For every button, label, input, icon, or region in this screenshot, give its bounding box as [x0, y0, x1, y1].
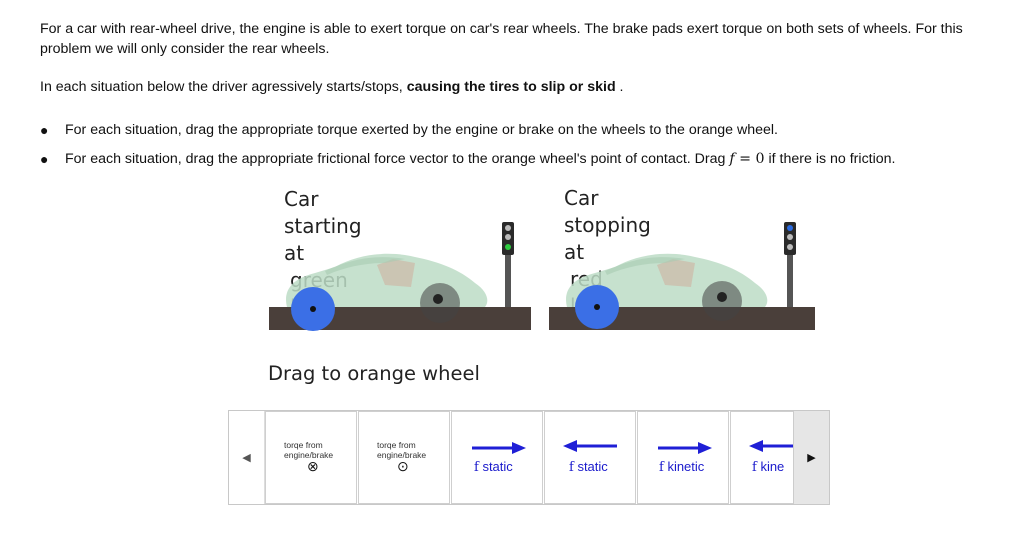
arrow-left-icon: [749, 440, 793, 452]
car-roof-shade: [325, 257, 405, 275]
drag-tray: ◀ torqe from engine/brake ⊗ torqe from e…: [228, 410, 830, 505]
situation-suffix: .: [615, 79, 624, 95]
chevron-right-icon: ▶: [807, 452, 816, 464]
situation-emphasis: causing the tires to slip or skid: [406, 79, 616, 95]
traffic-light-bottom: [787, 244, 793, 250]
situation-text: In each situation below the driver agres…: [40, 79, 407, 95]
into-page-icon: ⊗: [307, 458, 319, 474]
front-wheel-hub: [433, 294, 443, 304]
instruction-suffix: if there is no friction.: [764, 151, 896, 167]
f-kinetic-right-card[interactable]: f kinetic: [637, 411, 729, 504]
force-symbol: f: [659, 460, 664, 475]
math-equation: = 0: [734, 151, 765, 167]
chevron-left-icon: ◀: [242, 452, 251, 464]
intro-paragraph: For a car with rear-wheel drive, the eng…: [40, 21, 963, 57]
f-static-right-card[interactable]: f static: [451, 411, 543, 504]
traffic-light-green: [505, 244, 511, 250]
car-illustration: [269, 222, 531, 331]
traffic-light-pole: [787, 255, 793, 307]
situation-description: In each situation below the driver agres…: [40, 79, 624, 95]
math-variable: f: [729, 151, 735, 167]
force-label: f static: [569, 459, 608, 475]
f-kinetic-left-card[interactable]: f kine: [730, 411, 794, 504]
instruction-item: ● For each situation, drag the appropria…: [40, 120, 895, 149]
rear-wheel-center: [310, 306, 316, 312]
bullet-icon: ●: [40, 151, 49, 167]
torque-into-page-card[interactable]: torqe from engine/brake ⊗: [265, 411, 357, 504]
rear-wheel-center: [594, 304, 600, 310]
front-wheel-hub: [717, 292, 727, 302]
car-window: [657, 259, 695, 287]
card-label-line1: torqe from: [284, 440, 323, 450]
force-symbol: f: [752, 460, 757, 475]
instruction-list: ● For each situation, drag the appropria…: [40, 120, 895, 178]
traffic-light-top: [505, 225, 511, 231]
car-illustration: [549, 222, 815, 330]
f-static-left-card[interactable]: f static: [544, 411, 636, 504]
traffic-light-mid: [787, 234, 793, 240]
traffic-light-pole: [505, 255, 511, 307]
arrow-left-icon: [563, 440, 617, 452]
arrow-right-icon: [658, 442, 712, 454]
drag-title: Drag to orange wheel: [268, 362, 480, 385]
traffic-light-top: [787, 225, 793, 231]
card-label: torqe from engine/brake: [377, 440, 426, 460]
tray-prev-button[interactable]: ◀: [229, 411, 265, 504]
force-label: f kinetic: [659, 459, 704, 475]
scene-title-line1: Car stopping at: [564, 186, 651, 264]
card-label: torqe from engine/brake: [284, 440, 333, 460]
car-roof-shade: [605, 257, 685, 275]
tray-next-button[interactable]: ▶: [793, 411, 829, 504]
traffic-light-mid: [505, 234, 511, 240]
force-label: f kine: [752, 459, 784, 475]
force-symbol: f: [569, 460, 574, 475]
instruction-item: ● For each situation, drag the appropria…: [40, 149, 895, 178]
car-window: [377, 259, 415, 287]
torque-out-of-page-card[interactable]: torqe from engine/brake ⊙: [358, 411, 450, 504]
force-kind: static: [482, 459, 513, 474]
force-symbol: f: [474, 460, 479, 475]
arrow-right-icon: [472, 442, 526, 454]
card-label-line2: engine/brake: [377, 450, 427, 460]
force-kind: kinetic: [667, 459, 705, 474]
out-of-page-icon: ⊙: [397, 458, 409, 474]
force-kind: kine: [760, 459, 785, 474]
instruction-text: For each situation, drag the appropriate…: [65, 122, 778, 138]
card-label-line1: torqe from: [377, 440, 416, 450]
instruction-text: For each situation, drag the appropriate…: [65, 151, 730, 167]
bullet-icon: ●: [40, 122, 49, 138]
force-kind: static: [577, 459, 608, 474]
card-label-line2: engine/brake: [284, 450, 334, 460]
force-label: f static: [474, 459, 513, 475]
scene-title-line1: Car starting at: [284, 187, 362, 265]
